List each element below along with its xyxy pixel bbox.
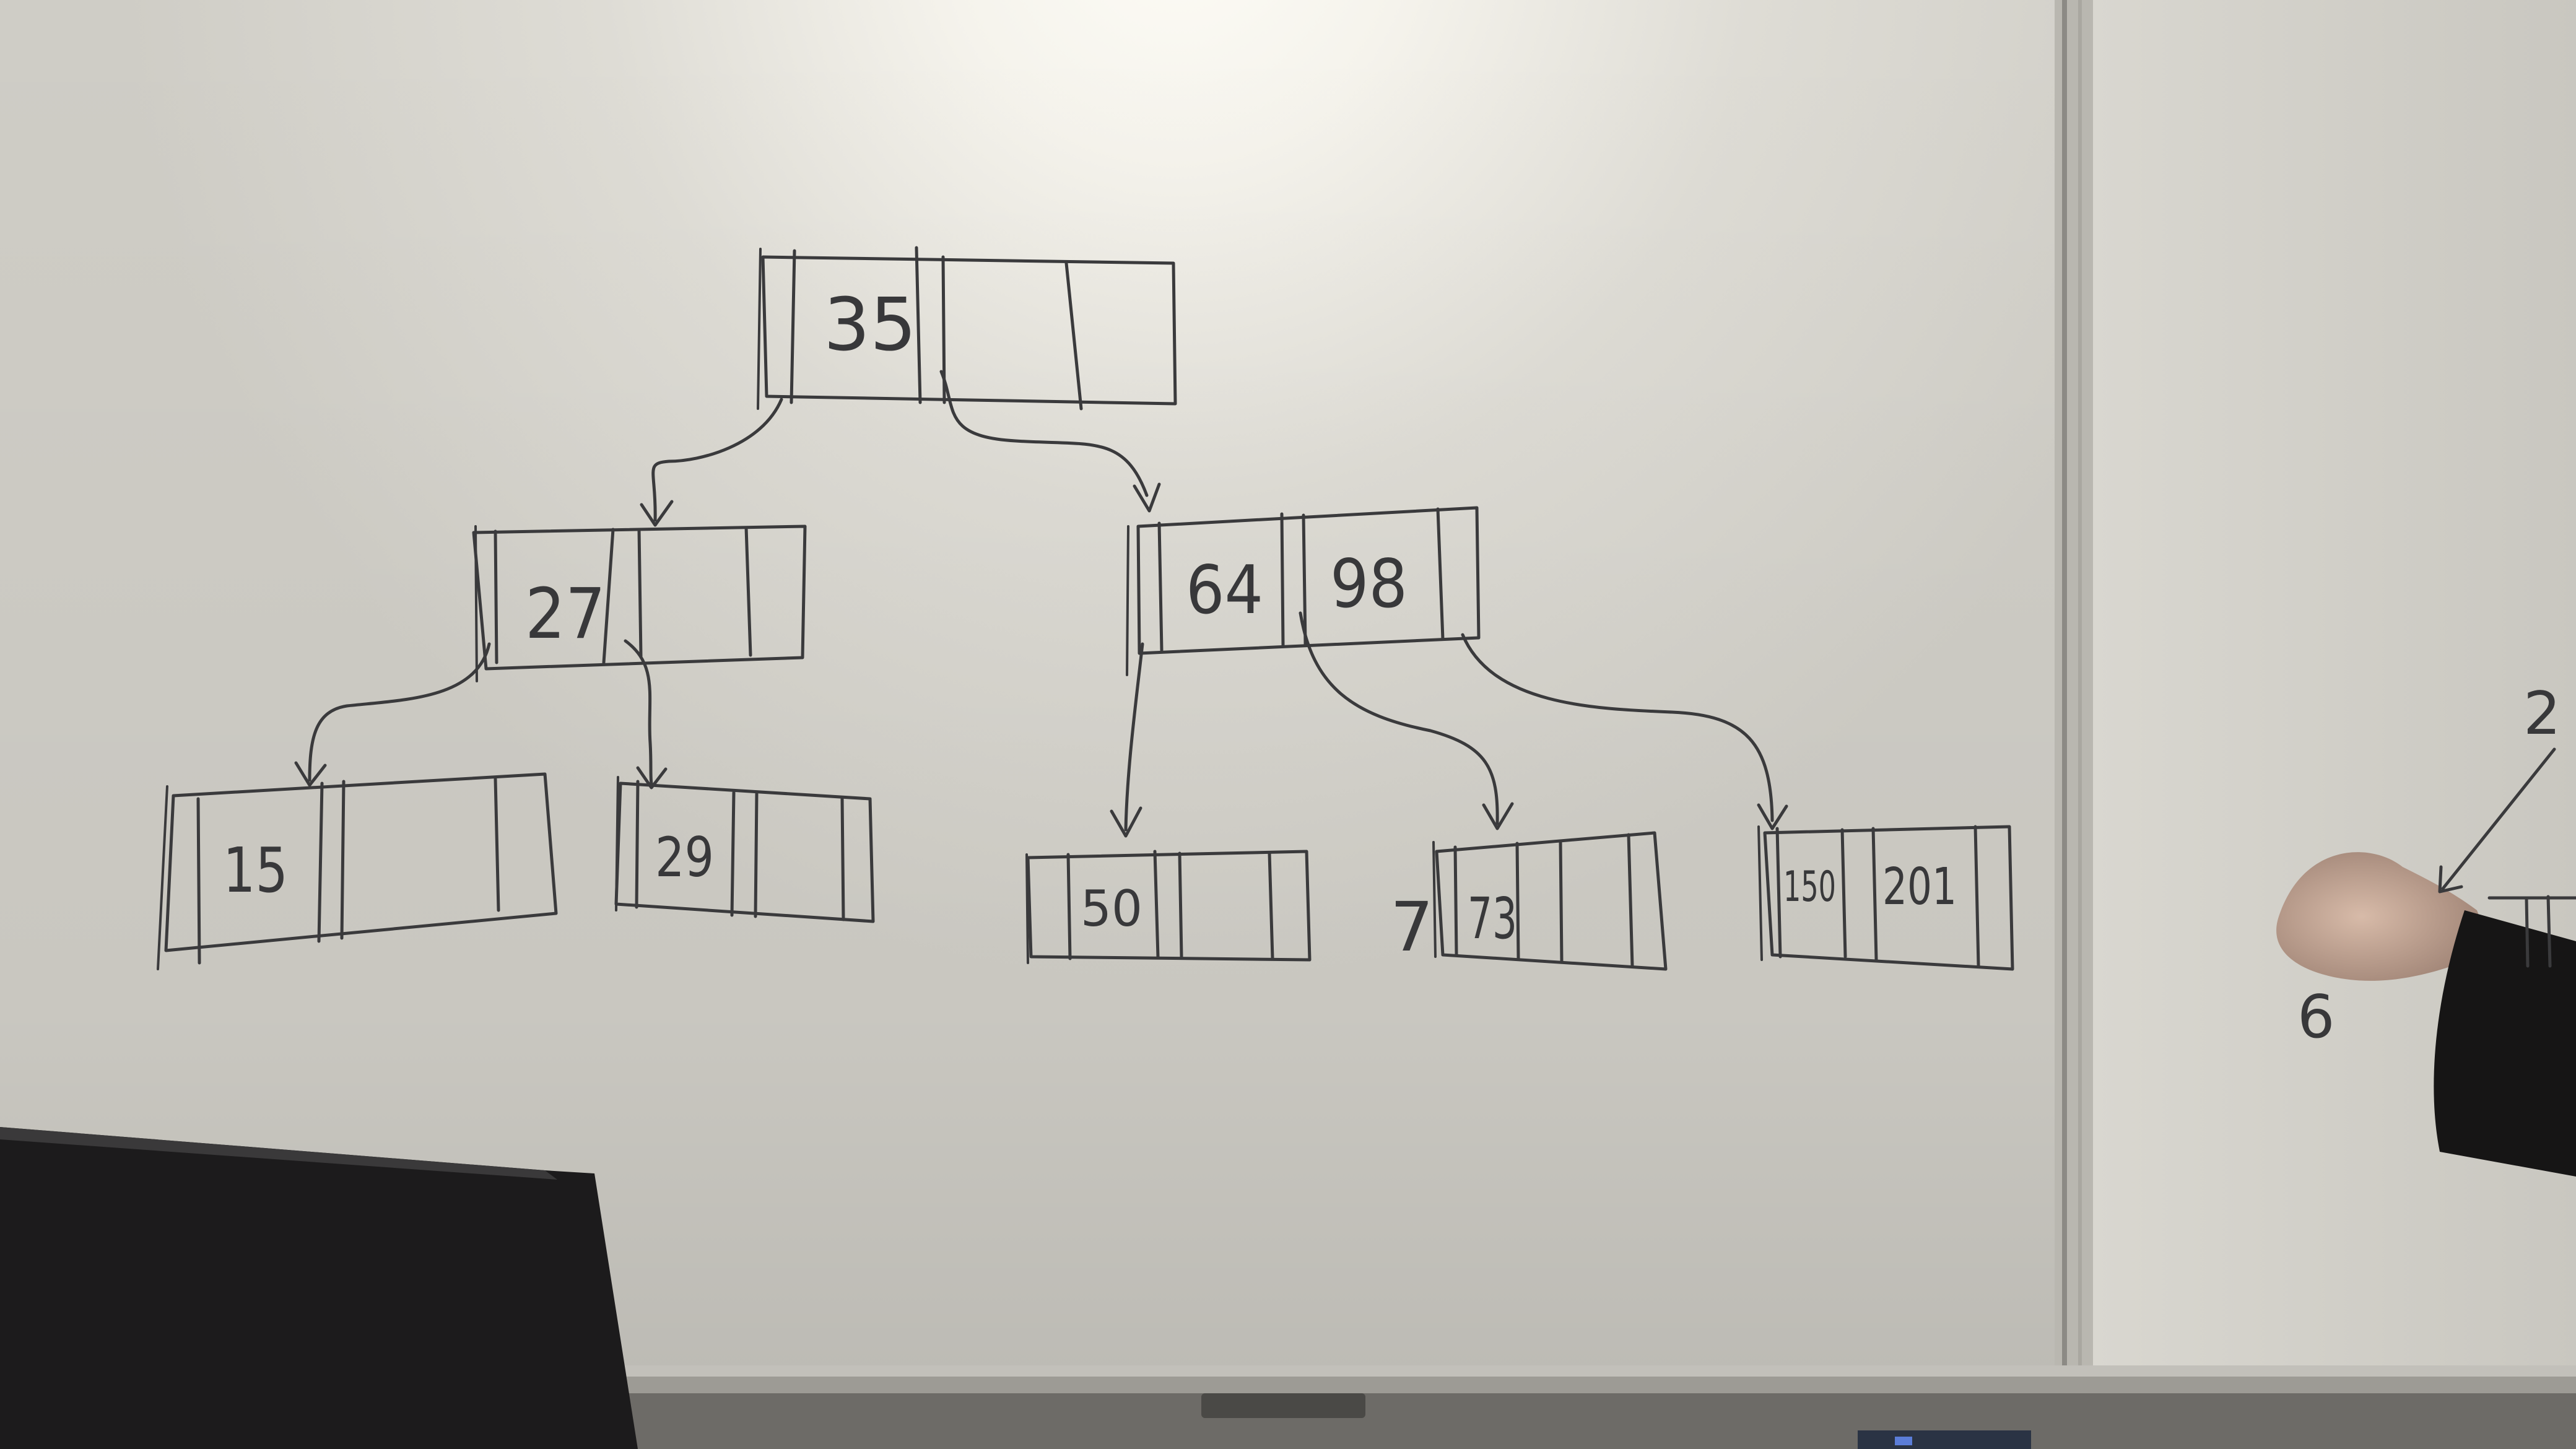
- key-leaf-50-0: 50: [1081, 880, 1142, 938]
- node-right-internal: 64 98: [1126, 506, 1481, 676]
- key-leaf-15-0: 15: [223, 834, 288, 907]
- edge-left-internal-to-leaf-29: [624, 639, 668, 790]
- key-left-internal-0: 27: [525, 574, 606, 655]
- eraser: [1201, 1393, 1365, 1418]
- edge-right-internal-to-leaf-73: [1299, 611, 1514, 830]
- node-leaf-50: 50: [1025, 850, 1312, 964]
- monitor-silhouette: [0, 1127, 638, 1449]
- key-root-0: 35: [824, 282, 916, 367]
- edge-left-internal-to-leaf-15: [294, 642, 491, 787]
- key-right-internal-0: 64: [1186, 552, 1263, 629]
- stray-mark-6: 6: [2297, 983, 2334, 1051]
- key-leaf-29-0: 29: [655, 825, 714, 889]
- node-left-internal: 27: [472, 524, 807, 682]
- right-board-partial-drawing: 2 6: [2297, 680, 2576, 1051]
- node-leaf-29: 29: [614, 776, 875, 923]
- presenter-hand: [2276, 852, 2576, 1177]
- stray-mark-7: 7: [1390, 887, 1434, 967]
- key-right-internal-1: 98: [1330, 546, 1408, 623]
- node-leaf-150-201: 150 201: [1757, 825, 2014, 971]
- edge-root-to-left-internal: [640, 398, 783, 527]
- node-leaf-15: 15: [157, 772, 558, 970]
- edge-right-internal-to-leaf-150-201: [1461, 633, 1788, 830]
- key-leaf-150-201-0: 150: [1783, 863, 1836, 912]
- key-leaf-73-0: 73: [1468, 886, 1517, 952]
- adjacent-whiteboard: [2093, 0, 2576, 1449]
- node-leaf-73: 73: [1432, 831, 1668, 971]
- stray-mark-2: 2: [2523, 680, 2561, 748]
- edge-right-internal-to-leaf-50: [1110, 642, 1144, 838]
- board-frame-divider: [2055, 0, 2093, 1449]
- key-leaf-150-201-1: 201: [1882, 858, 1957, 916]
- edge-root-to-right-internal: [939, 370, 1161, 513]
